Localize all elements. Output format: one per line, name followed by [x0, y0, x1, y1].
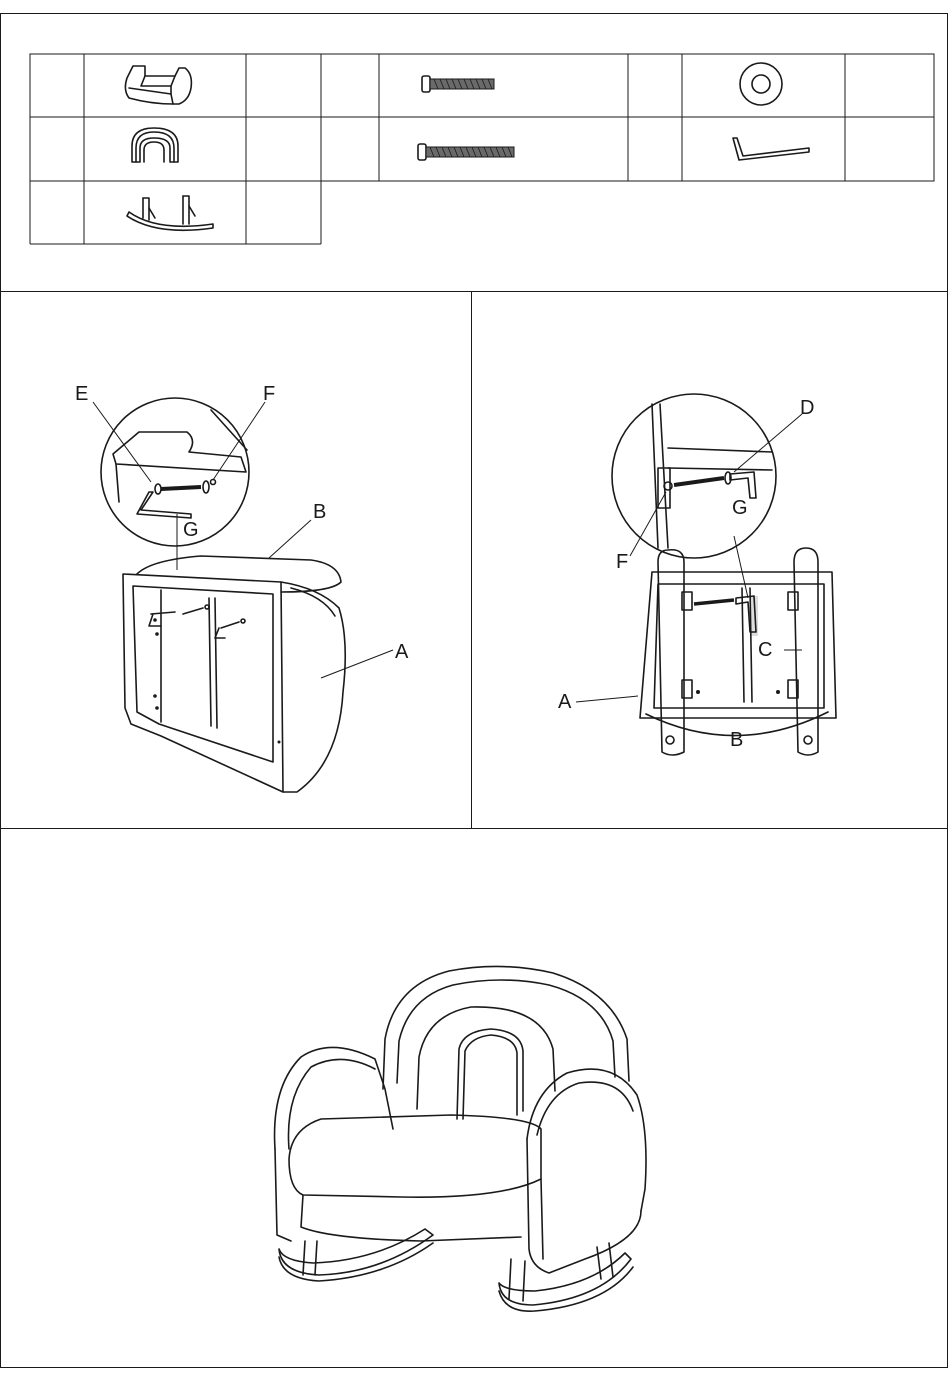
callout-f: F — [263, 383, 275, 405]
washer-icon — [740, 63, 782, 105]
rocker-base-icon — [127, 196, 213, 230]
step-2-illustration: D G F C A B — [472, 292, 949, 830]
step-1-chair-back — [123, 556, 345, 792]
callout-b: B — [730, 729, 743, 751]
step-2-chair-underside — [640, 548, 836, 755]
callout-a: A — [395, 641, 409, 663]
step-1-detail-circle — [101, 398, 249, 546]
final-assembly-panel — [0, 828, 948, 1368]
parts-list-panel — [0, 13, 948, 292]
step-1-detail-allen-key — [137, 492, 191, 518]
step-2-detail-circle — [612, 394, 776, 558]
callout-f: F — [616, 551, 628, 573]
callout-g: G — [732, 497, 748, 519]
short-bolt-icon — [422, 76, 494, 92]
callout-b: B — [313, 501, 326, 523]
long-bolt-icon — [418, 144, 514, 160]
step-1-panel: E F G B A — [0, 291, 472, 829]
callout-a: A — [558, 691, 572, 713]
allen-key-icon — [733, 138, 809, 160]
assembled-chair-drawing — [275, 966, 646, 1311]
step-1-detail-bolt — [155, 480, 216, 495]
step-1-illustration: E F G B A — [1, 292, 473, 830]
callout-g: G — [183, 519, 199, 541]
backrest-icon — [132, 128, 178, 162]
callout-d: D — [800, 397, 814, 419]
step-2-panel: D G F C A B — [471, 291, 948, 829]
callout-e: E — [75, 383, 88, 405]
seat-cushion-icon — [125, 66, 191, 104]
parts-table — [1, 14, 949, 293]
assembled-rocking-chair — [1, 829, 949, 1369]
callout-c: C — [758, 639, 772, 661]
